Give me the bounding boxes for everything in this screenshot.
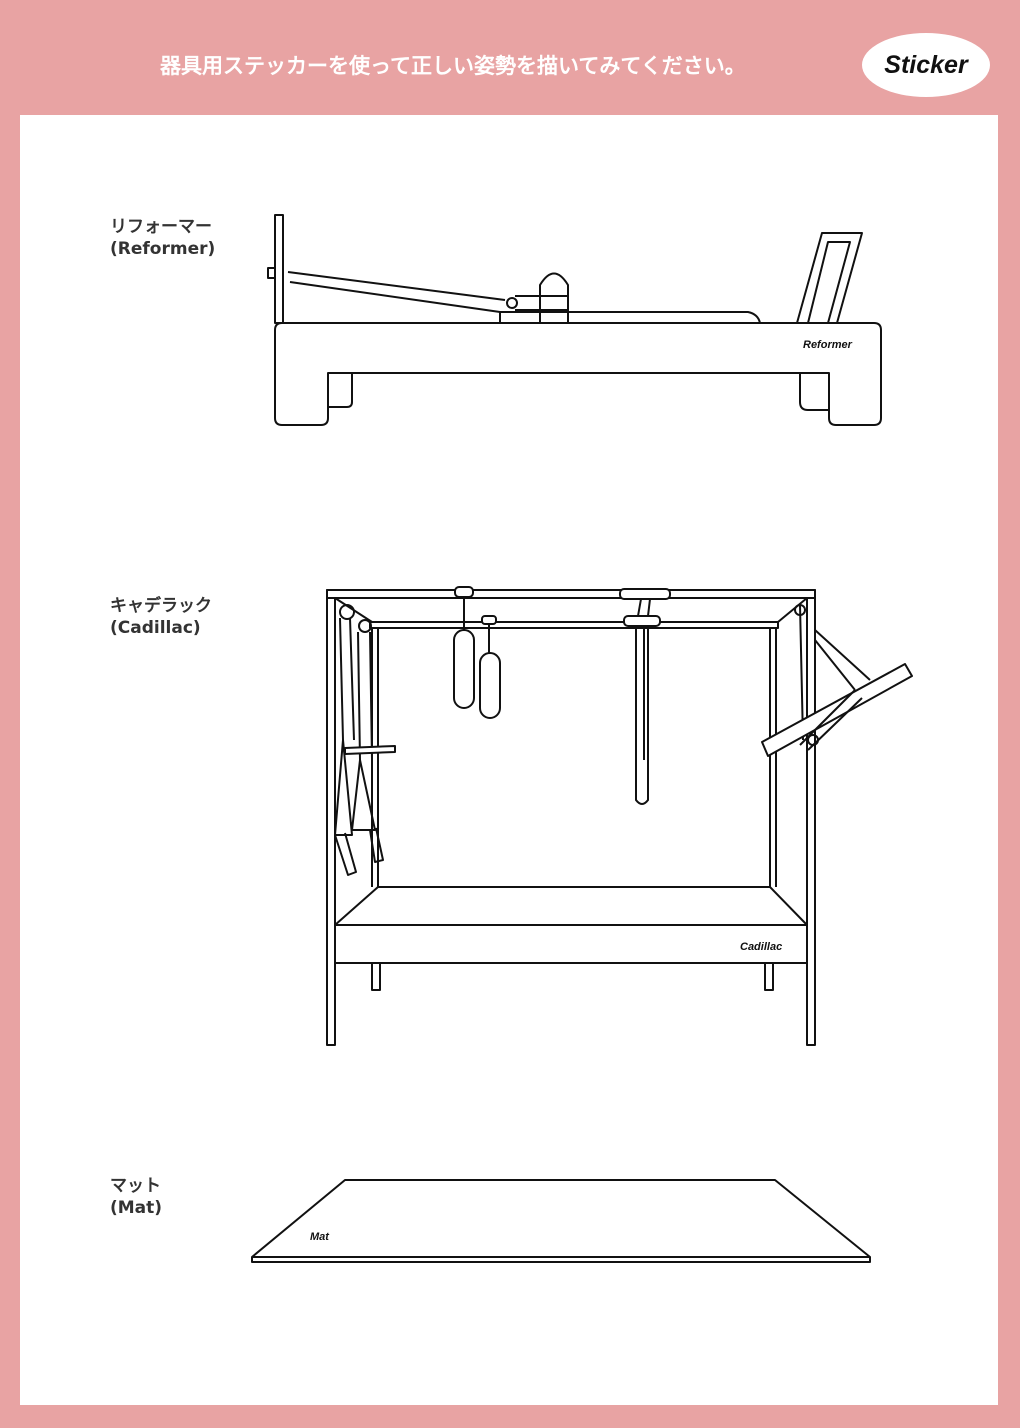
cadillac-label-en: (Cadillac) [110,618,201,638]
cadillac-brand-text: Cadillac [740,941,782,953]
sticker-badge: Sticker [862,33,990,97]
reformer-brand-text: Reformer [803,339,853,351]
instruction-title: 器具用ステッカーを使って正しい姿勢を描いてみてください。 [160,54,746,78]
cadillac-illustration: Cadillac [326,586,913,1046]
mat-label-ja: マット [110,1176,161,1196]
cadillac-label-ja: キャデラック [110,596,212,616]
mat-label: マット (Mat) [110,1175,162,1219]
mat-label-en: (Mat) [110,1198,163,1218]
reformer-label-ja: リフォーマー [110,217,212,237]
reformer-label-en: (Reformer) [110,239,216,259]
reformer-label: リフォーマー (Reformer) [110,216,215,260]
mat-brand-text: Mat [310,1231,330,1243]
cadillac-label: キャデラック (Cadillac) [110,595,212,639]
mat-illustration: Mat [251,1179,871,1263]
reformer-illustration: Reformer [267,214,882,426]
